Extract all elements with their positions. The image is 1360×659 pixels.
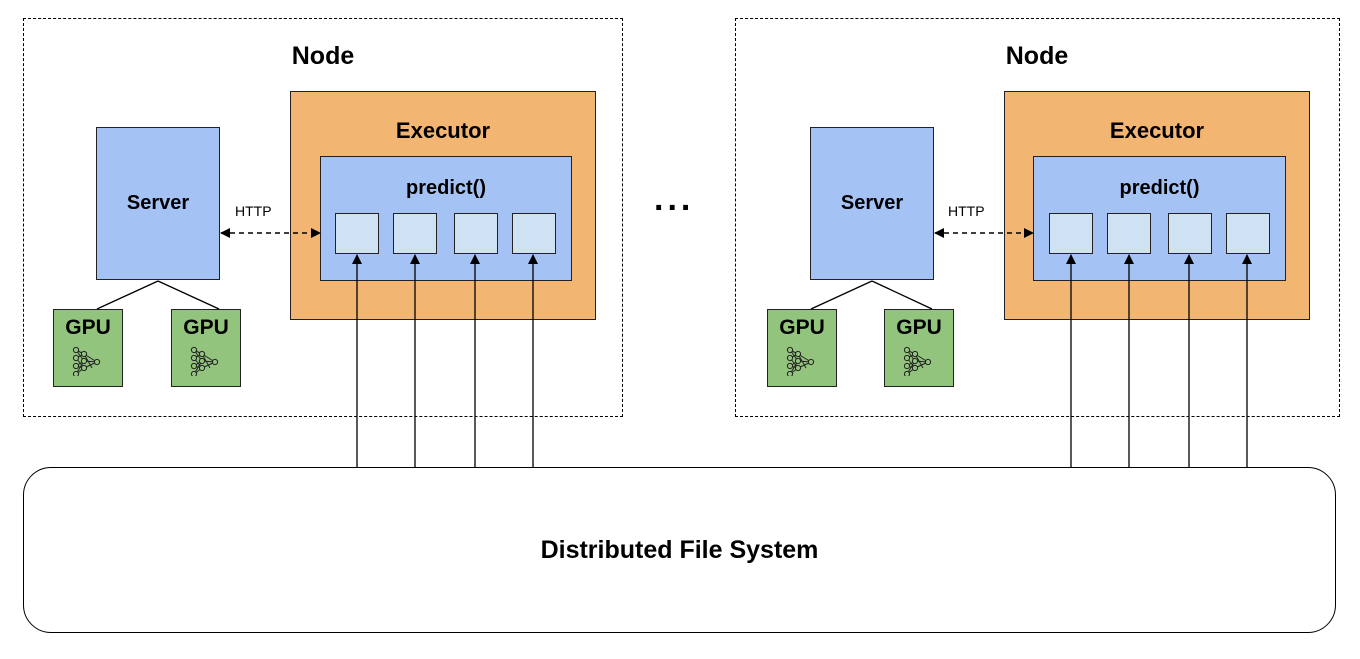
dfs-label: Distributed File System (540, 535, 819, 564)
server-box-1: Server (96, 127, 220, 280)
http-label-1: HTTP (235, 203, 272, 219)
neural-network-icon (786, 346, 815, 376)
server-label-2: Server (840, 192, 904, 214)
node-container-2 (735, 18, 1340, 417)
worker-slot (454, 213, 498, 254)
worker-slot (512, 213, 556, 254)
distributed-file-system: Distributed File System (23, 467, 1336, 633)
worker-slot (1107, 213, 1151, 254)
worker-slot (1226, 213, 1270, 254)
neural-network-icon (903, 346, 932, 376)
node-title-2: Node (1005, 42, 1069, 70)
executor-label-2: Executor (1109, 118, 1205, 143)
more-nodes-ellipsis: ... (654, 180, 695, 218)
server-label-1: Server (126, 192, 190, 214)
predict-label-2: predict() (1119, 177, 1200, 199)
gpu-box-1b: GPU (171, 309, 241, 387)
predict-label-1: predict() (406, 177, 486, 199)
neural-network-icon (190, 346, 219, 376)
gpu-box-2a: GPU (767, 309, 837, 387)
http-label-2: HTTP (948, 203, 985, 219)
gpu-label: GPU (65, 316, 111, 339)
gpu-box-1a: GPU (53, 309, 123, 387)
gpu-label: GPU (183, 316, 229, 339)
worker-slot (393, 213, 437, 254)
server-box-2: Server (810, 127, 934, 280)
executor-label-1: Executor (395, 118, 491, 143)
worker-slot (1049, 213, 1093, 254)
gpu-label: GPU (896, 316, 942, 339)
gpu-box-2b: GPU (884, 309, 954, 387)
node-container-1 (23, 18, 623, 417)
gpu-label: GPU (779, 316, 825, 339)
node-title-1: Node (291, 42, 355, 70)
worker-slot (335, 213, 379, 254)
worker-slot (1168, 213, 1212, 254)
neural-network-icon (72, 346, 101, 376)
